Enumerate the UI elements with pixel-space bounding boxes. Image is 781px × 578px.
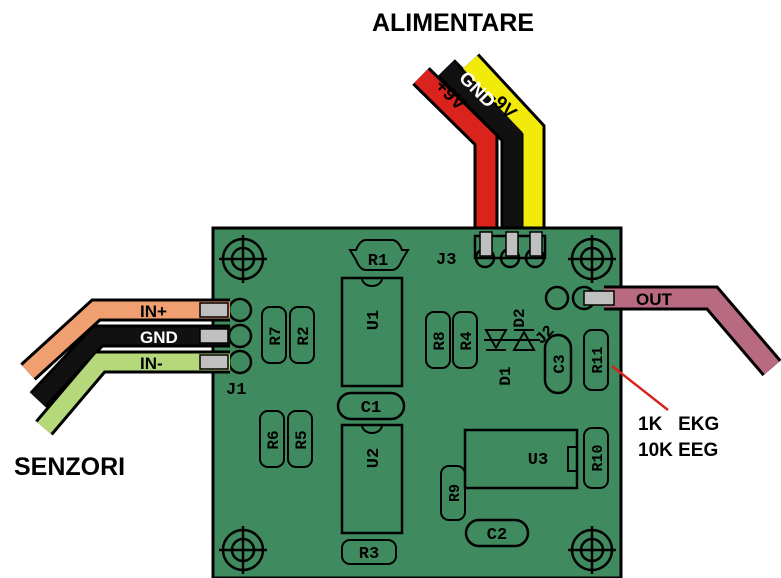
- r3-label: R3: [359, 545, 379, 564]
- power-wires: -9V GND +9V: [412, 53, 546, 238]
- r2-label: R2: [295, 326, 313, 345]
- d1-label: D1: [497, 366, 515, 385]
- diodes-d1-d2: D1 D2: [484, 308, 540, 386]
- wire-in-minus-label: IN-: [140, 354, 163, 373]
- mounting-hole-bottom-left: [219, 526, 267, 574]
- r10-label: R10: [590, 444, 607, 471]
- pin-in-plus: [199, 302, 229, 318]
- d2-label: D2: [511, 308, 529, 327]
- r1-label: R1: [368, 252, 388, 271]
- r8-label: R8: [431, 331, 449, 350]
- note-line1: 1K EKG: [638, 414, 719, 435]
- r6-label: R6: [265, 430, 283, 449]
- connector-j3: J3: [436, 231, 547, 270]
- j3-label: J3: [436, 251, 456, 270]
- wire-plus9v: [414, 69, 496, 238]
- wire-gnd-sensor: [31, 327, 230, 406]
- u2-label: U2: [365, 448, 384, 468]
- j1-label: J1: [226, 381, 246, 400]
- sensors-title: SENZORI: [14, 453, 125, 481]
- wire-out-label: OUT: [636, 290, 673, 309]
- wire-minus9v: [463, 55, 543, 238]
- u1-label: U1: [365, 310, 384, 330]
- u3-label: U3: [528, 451, 548, 470]
- wire-in-plus: [22, 301, 230, 379]
- pcb-board: [211, 226, 623, 578]
- resistor-r1: R1: [348, 239, 410, 271]
- mounting-hole-top-right: [568, 235, 616, 283]
- resistor-r5: R5: [287, 410, 313, 468]
- pin-out: [583, 290, 615, 306]
- resistor-r2: R2: [289, 306, 315, 364]
- resistor-r4: R4: [452, 311, 478, 369]
- c1-label: C1: [361, 399, 381, 418]
- c3-label: C3: [551, 354, 569, 373]
- ic-u2: U2: [340, 423, 404, 535]
- power-title: ALIMENTARE: [372, 9, 534, 37]
- wire-in-plus-label: IN+: [140, 302, 167, 321]
- r7-label: R7: [267, 326, 285, 345]
- resistor-r10: R10: [583, 427, 609, 489]
- note-line2: 10K EEG: [638, 440, 718, 461]
- output-wire: OUT: [583, 285, 781, 377]
- resistor-r11: R11: [583, 329, 609, 391]
- r11-note: 1K EKG 10K EEG: [611, 365, 719, 461]
- mounting-hole-top-left: [219, 235, 267, 283]
- ic-u3: U3: [463, 428, 579, 490]
- wire-gnd-sensor-label: GND: [140, 328, 178, 347]
- capacitor-c3: C3: [543, 333, 573, 395]
- note-pointer-line: [611, 365, 669, 411]
- mounting-holes: [219, 235, 616, 574]
- pin-gnd-sensor: [199, 328, 229, 344]
- resistor-r7: R7: [261, 306, 287, 364]
- resistor-r8: R8: [425, 311, 451, 369]
- c2-label: C2: [487, 526, 507, 545]
- resistor-r9: R9: [440, 465, 466, 521]
- r5-label: R5: [293, 430, 311, 449]
- wire-out: [604, 288, 780, 375]
- sensor-wires: IN+ GND IN-: [20, 298, 230, 436]
- capacitor-c2: C2: [464, 518, 530, 548]
- capacitor-c1: C1: [336, 391, 406, 421]
- r4-label: R4: [458, 331, 476, 351]
- wire-gnd-power: [439, 61, 523, 238]
- resistor-r6: R6: [259, 410, 285, 468]
- ic-u1: U1: [340, 276, 404, 388]
- resistor-r3: R3: [341, 539, 397, 565]
- r11-label: R11: [590, 346, 607, 373]
- pin-in-minus: [199, 354, 229, 370]
- mounting-hole-bottom-right: [568, 526, 616, 574]
- r9-label: R9: [447, 484, 464, 502]
- wire-in-minus: [37, 353, 230, 434]
